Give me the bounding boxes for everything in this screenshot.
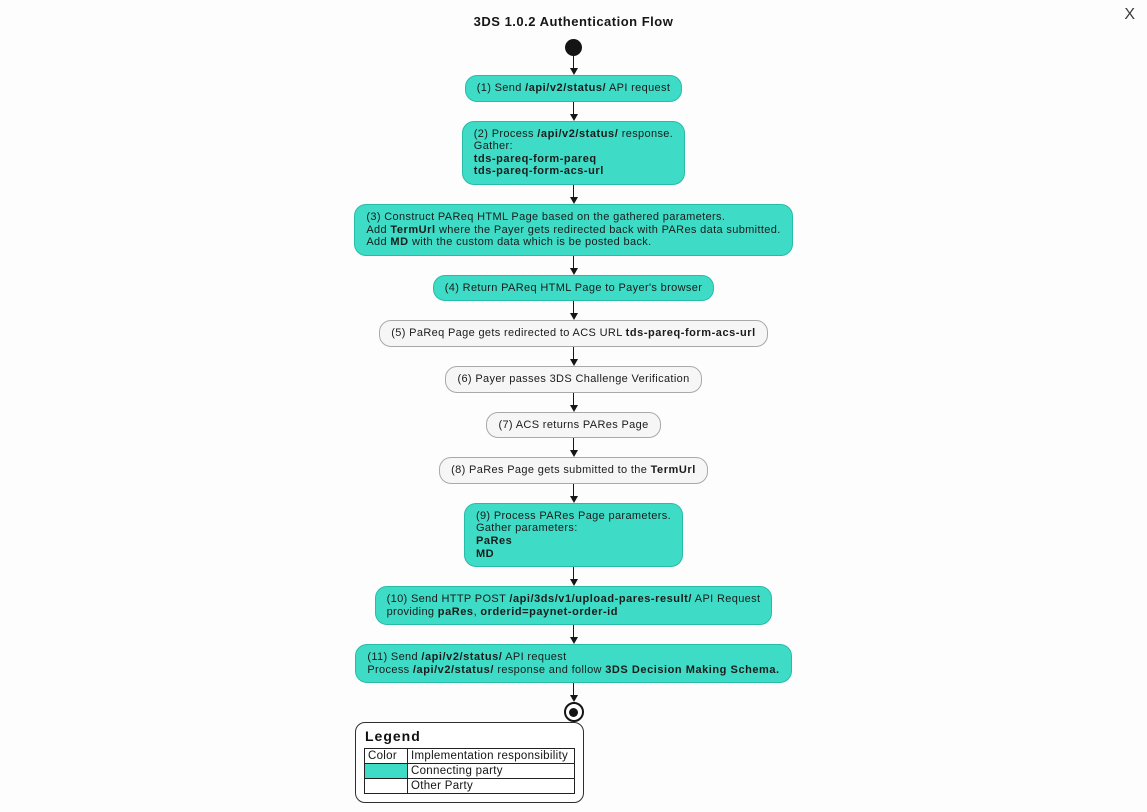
step-4-line: (4) Return PAReq HTML Page to Payer's br…: [444, 281, 703, 294]
legend-color-swatch: [364, 763, 408, 779]
flow-arrow-icon: [568, 56, 580, 75]
step-2: (2) Process /api/v2/status/ response.Gat…: [461, 120, 686, 185]
step-6: (6) Payer passes 3DS Challenge Verificat…: [445, 365, 702, 393]
legend-row: Connecting party: [364, 763, 575, 779]
legend-title: Legend: [365, 728, 421, 744]
step-1-line: (1) Send /api/v2/status/ API request: [476, 82, 671, 94]
flow-arrow-icon: [568, 567, 580, 586]
diagram-title: 3DS 1.0.2 Authentication Flow: [473, 14, 674, 29]
flow-arrow-icon: [568, 483, 580, 503]
legend-header-responsibility: Implementation responsibility: [407, 748, 575, 764]
flow-arrow-icon: [568, 101, 580, 121]
step-5: (5) PaReq Page gets redirected to ACS UR…: [379, 320, 768, 347]
step-9-line: (9) Process PARes Page parameters.: [475, 509, 672, 522]
flow-arrow-icon: [568, 301, 580, 320]
step-8: (8) PaRes Page gets submitted to the Ter…: [439, 457, 708, 484]
step-11-line: (11) Send /api/v2/status/ API request: [367, 651, 567, 664]
step-8-line: (8) PaRes Page gets submitted to the Ter…: [451, 464, 696, 477]
flow-arrow-icon: [568, 392, 580, 412]
legend-header-row: Color Implementation responsibility: [364, 748, 575, 764]
legend-table: Color Implementation responsibility Conn…: [364, 748, 575, 794]
step-6-line: (6) Payer passes 3DS Challenge Verificat…: [457, 372, 690, 385]
step-3-line: (3) Construct PAReq HTML Page based on t…: [366, 210, 726, 223]
step-2-line: tds-pareq-form-pareq: [473, 152, 597, 165]
close-icon[interactable]: X: [1124, 6, 1135, 23]
flow-arrow-icon: [568, 683, 580, 702]
step-5-line: (5) PaReq Page gets redirected to ACS UR…: [391, 327, 756, 340]
step-10: (10) Send HTTP POST /api/3ds/v1/upload-p…: [374, 586, 773, 626]
legend-color-swatch: [364, 778, 408, 794]
step-9-line: PaRes: [475, 534, 513, 547]
step-2-line: Gather:: [473, 140, 513, 153]
step-1: (1) Send /api/v2/status/ API request: [464, 75, 683, 102]
legend-row: Other Party: [364, 778, 575, 794]
step-3-line: Add MD with the custom data which is be …: [366, 236, 652, 249]
flow-arrow-icon: [568, 438, 580, 457]
flow-arrow-icon: [568, 625, 580, 644]
step-10-line: providing paRes, orderid=paynet-order-id: [386, 605, 619, 618]
flow-arrow-icon: [568, 255, 580, 275]
legend-row-label: Connecting party: [407, 763, 575, 779]
step-9: (9) Process PARes Page parameters.Gather…: [463, 502, 684, 568]
legend-row-label: Other Party: [407, 778, 575, 794]
step-10-line: (10) Send HTTP POST /api/3ds/v1/upload-p…: [386, 593, 761, 606]
step-2-line: tds-pareq-form-acs-url: [473, 165, 604, 178]
legend-box: Legend Color Implementation responsibili…: [355, 722, 584, 803]
step-7-line: (7) ACS returns PARes Page: [498, 418, 649, 431]
step-9-line: Gather parameters:: [475, 522, 578, 535]
step-3: (3) Construct PAReq HTML Page based on t…: [354, 203, 793, 256]
step-11-line: Process /api/v2/status/ response and fol…: [367, 663, 780, 676]
step-9-line: MD: [475, 547, 495, 560]
flow-column: 3DS 1.0.2 Authentication Flow (1) Send /…: [0, 0, 1147, 722]
flow-arrow-icon: [568, 184, 580, 204]
flow-arrow-icon: [568, 346, 580, 366]
step-4: (4) Return PAReq HTML Page to Payer's br…: [432, 274, 715, 302]
end-node: [563, 702, 584, 723]
start-node: [565, 39, 582, 56]
legend-header-color: Color: [364, 748, 408, 764]
step-7: (7) ACS returns PARes Page: [486, 411, 661, 439]
end-node-dot: [569, 707, 578, 717]
step-2-line: (2) Process /api/v2/status/ response.: [473, 127, 674, 140]
step-3-line: Add TermUrl where the Payer gets redirec…: [366, 223, 781, 236]
